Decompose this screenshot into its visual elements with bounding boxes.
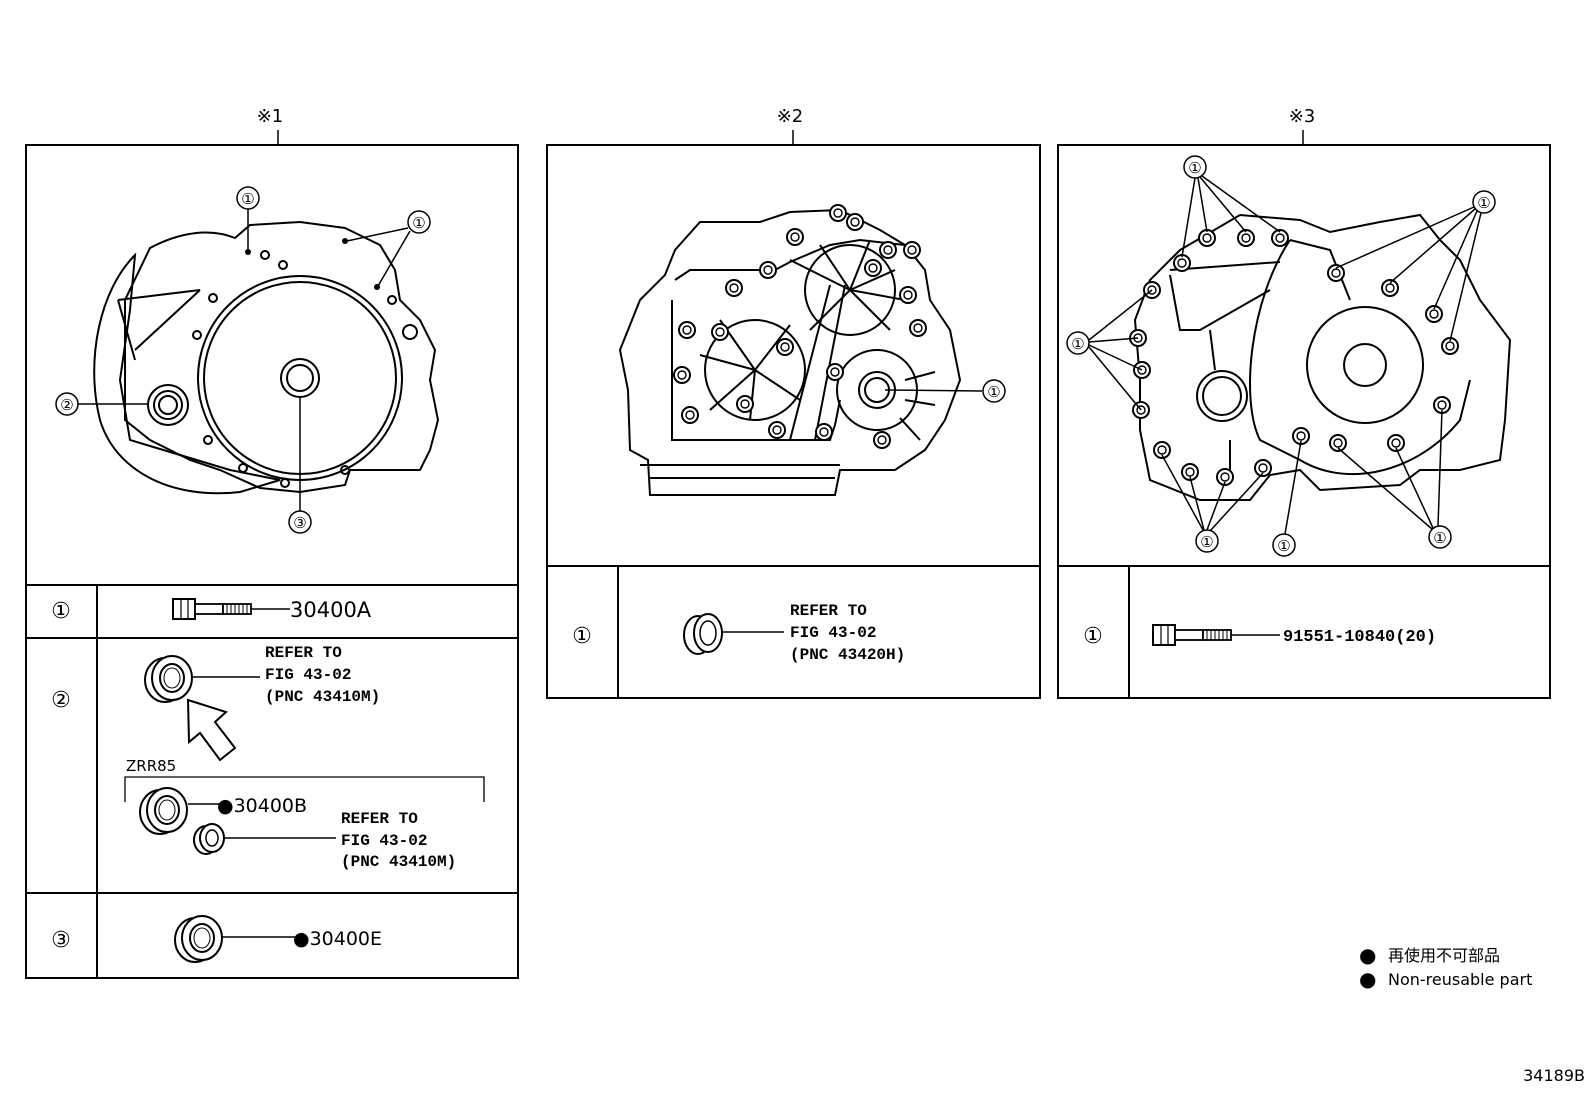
panel-1-frame	[25, 144, 519, 979]
legend-bullet-en: ●	[1359, 967, 1376, 991]
refer-line-2: FIG 43-02	[790, 624, 876, 642]
callout-3-bottom-mid-label: ①	[1277, 537, 1290, 555]
callout-1b: ①	[346, 210, 431, 287]
svg-text:①: ①	[412, 214, 425, 232]
row-key-1: ①	[51, 599, 71, 624]
oil-seal-icon	[683, 613, 723, 655]
callout-3-bottom-right	[1337, 409, 1452, 549]
bolt-holes	[1129, 229, 1459, 486]
refer2-line-1: REFER TO	[341, 810, 418, 828]
panel-3: ※3	[1057, 106, 1551, 699]
panel-1: ※1	[25, 106, 519, 979]
part-91551-10840: 91551-10840(20)	[1283, 628, 1436, 647]
oil-seal-icon	[139, 787, 188, 835]
svg-text:②: ②	[60, 396, 73, 414]
refer-line-1: REFER TO	[790, 602, 867, 620]
svg-text:①: ①	[241, 190, 254, 208]
part-30400A: 30400A	[290, 598, 372, 622]
panel-2-marker: ※2	[777, 106, 804, 127]
panel-2: ※2	[546, 106, 1041, 699]
legend-jp: 再使用不可部品	[1388, 946, 1500, 965]
legend-en: Non-reusable part	[1388, 970, 1532, 989]
callout-3-bottom-left-label: ①	[1200, 533, 1213, 551]
refer2-line-2: FIG 43-02	[341, 832, 427, 850]
callout-3-left	[1066, 289, 1153, 411]
callout-2: ②	[55, 392, 148, 416]
refer2-line-3: (PNC 43410M)	[341, 853, 456, 871]
svg-text:③: ③	[293, 514, 306, 532]
row-key-1: ①	[1083, 624, 1103, 649]
panel-2-frame	[546, 144, 1041, 699]
oil-seal-icon	[144, 655, 193, 703]
callout-1a: ①	[236, 186, 260, 249]
refer-line-3: (PNC 43420H)	[790, 646, 905, 664]
arrow-icon	[186, 698, 237, 762]
callout-3-bottom-left	[1161, 454, 1264, 553]
bolt-holes	[673, 204, 927, 449]
callout-3-bottom-mid	[1272, 440, 1302, 557]
row-key-1: ①	[572, 624, 592, 649]
callout-3: ③	[288, 397, 312, 534]
callout-3-top	[1181, 155, 1281, 258]
legend-bullet-jp: ●	[1359, 943, 1376, 967]
legend: ● 再使用不可部品 ● Non-reusable part	[1359, 943, 1532, 991]
figure-id: 34189B	[1523, 1066, 1585, 1085]
row-key-3: ③	[51, 928, 71, 953]
refer-line-2: FIG 43-02	[265, 666, 351, 684]
transaxle-front-view	[93, 220, 440, 495]
callout-3-bottom-right-label: ①	[1433, 529, 1446, 547]
bolt-icon	[1152, 624, 1232, 646]
refer-line-3: (PNC 43410M)	[265, 688, 380, 706]
refer-line-1: REFER TO	[265, 644, 342, 662]
callout-3-top-label: ①	[1188, 159, 1201, 177]
callout-3-right	[1335, 190, 1496, 342]
transaxle-rear-view	[1133, 213, 1512, 501]
part-30400B: ●30400B	[217, 795, 307, 817]
svg-text:①: ①	[987, 383, 1000, 401]
transaxle-side-view	[618, 208, 962, 496]
part-30400E: ●30400E	[293, 928, 382, 950]
panel-3-marker: ※3	[1289, 106, 1316, 127]
bolt-icon	[172, 598, 252, 620]
callout-3-left-label: ①	[1071, 335, 1084, 353]
panel-3-frame	[1057, 144, 1551, 699]
bushing-icon	[193, 823, 225, 855]
callout-2-1: ①	[884, 379, 1006, 403]
row-key-2: ②	[51, 688, 71, 713]
callout-3-right-label: ①	[1477, 194, 1490, 212]
panel-1-marker: ※1	[257, 106, 284, 127]
oil-seal-icon	[174, 915, 223, 963]
zrr85-label: ZRR85	[126, 757, 176, 775]
